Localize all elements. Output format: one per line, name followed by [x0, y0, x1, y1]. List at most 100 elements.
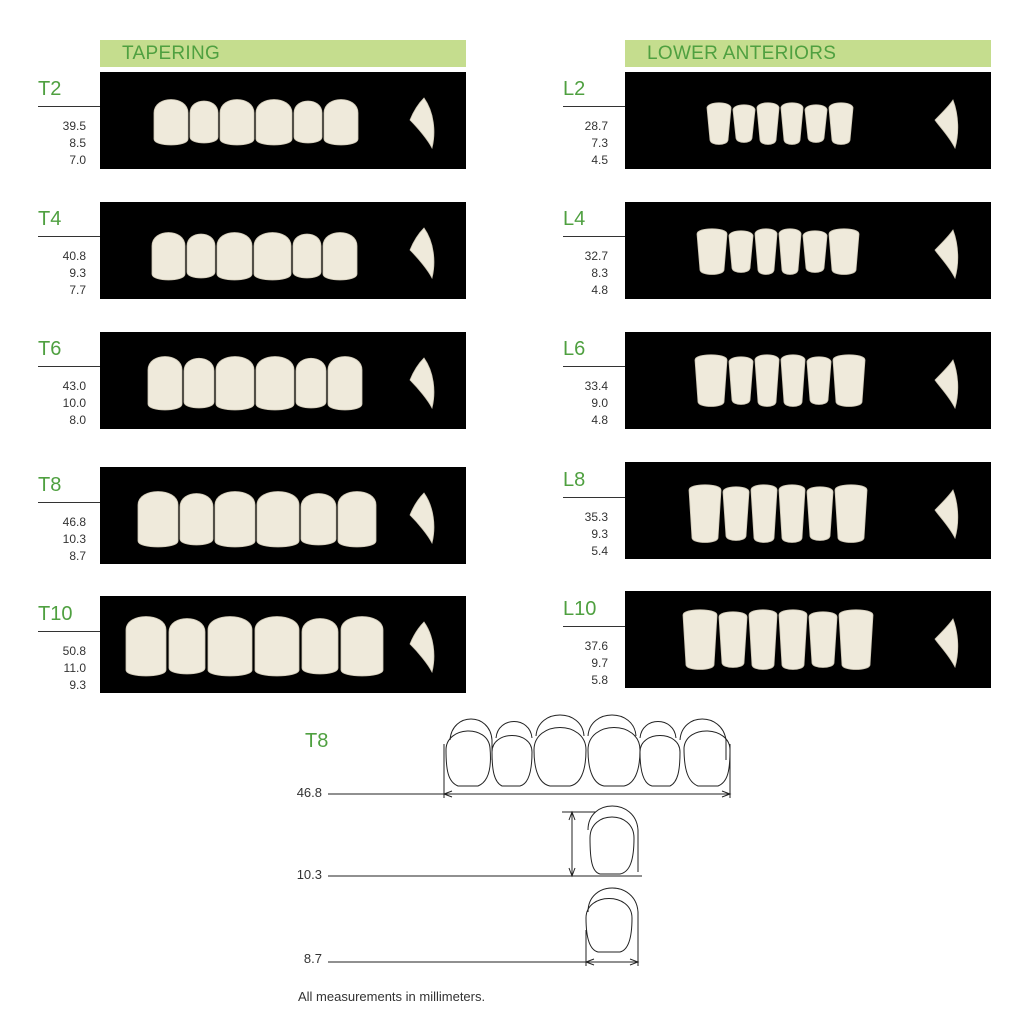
- teeth-illustration: [688, 484, 959, 543]
- tooth-shape: [832, 354, 866, 407]
- tooth-shape: [219, 99, 255, 146]
- tooth-shape: [322, 232, 358, 281]
- lower-anteriors-header: LOWER ANTERIORS: [625, 40, 991, 67]
- tooth-outline: [587, 727, 641, 787]
- mould-code: T8: [38, 474, 62, 496]
- tooth-shape: [728, 230, 754, 273]
- tooth-outline: [639, 721, 677, 739]
- tooth-side-view: [934, 359, 959, 410]
- tooth-shape: [780, 354, 806, 407]
- tooth-shape: [688, 484, 722, 543]
- tooth-shape: [718, 611, 748, 668]
- tooth-outline: [445, 730, 491, 787]
- measurements: 37.6 9.7 5.8: [584, 639, 608, 687]
- tooth-outline: [587, 714, 637, 737]
- tooth-shape: [327, 356, 363, 411]
- tooth-shape: [838, 609, 874, 670]
- tooth-shape: [806, 356, 832, 405]
- mould-code: L4: [563, 208, 586, 230]
- tooth-shape: [780, 102, 804, 145]
- tooth-shape: [254, 616, 300, 677]
- measurements: 46.8 10.3 8.7: [62, 515, 86, 563]
- tooth-side-view: [409, 227, 435, 280]
- tooth-shape: [151, 232, 186, 281]
- tooth-shape: [806, 486, 834, 541]
- mould-code: T6: [38, 338, 62, 360]
- teeth-illustration: [153, 97, 435, 150]
- tooth-shape: [778, 609, 808, 670]
- tooth-shape: [189, 100, 219, 144]
- tooth-outline: [639, 735, 681, 787]
- teeth-illustration: [696, 228, 959, 280]
- tooth-photo-panel-l8: [625, 462, 991, 559]
- measurements: 28.7 7.3 4.5: [584, 119, 608, 167]
- tapering-row: T8 46.8 10.3 8.7: [38, 474, 100, 566]
- measurements: 50.8 11.0 9.3: [62, 644, 86, 692]
- tooth-outline: [585, 898, 633, 953]
- divider: [563, 497, 625, 498]
- teeth-illustration: [125, 616, 435, 677]
- mould-code: L10: [563, 598, 597, 620]
- tapering-row: T6 43.0 10.0 8.0: [38, 338, 100, 430]
- tooth-photo-panel-t8: [100, 467, 466, 564]
- tooth-side-view: [934, 99, 959, 150]
- tooth-side-view: [409, 492, 435, 545]
- tooth-photo-panel-l6: [625, 332, 991, 429]
- tooth-shape: [179, 493, 214, 546]
- divider: [38, 106, 100, 107]
- tooth-shape: [295, 357, 327, 409]
- t8-dimension-diagram: [328, 714, 732, 966]
- tooth-shape: [253, 232, 292, 281]
- tooth-shape: [255, 356, 295, 411]
- height-label: 10.3: [296, 867, 322, 882]
- tooth-shape: [293, 100, 323, 144]
- tooth-shape: [186, 233, 216, 279]
- tooth-photo-panel-t2: [100, 72, 466, 169]
- mould-code: T4: [38, 208, 62, 230]
- measurements: 33.4 9.0 4.8: [584, 379, 608, 427]
- tooth-photo-panel-l4: [625, 202, 991, 299]
- divider: [38, 366, 100, 367]
- measurements: 40.8 9.3 7.7: [62, 249, 86, 297]
- lower-row: L8 35.3 9.3 5.4: [563, 469, 625, 561]
- tooth-outline: [495, 721, 533, 739]
- lower-row: L10 37.6 9.7 5.8: [563, 598, 625, 690]
- measurements: 32.7 8.3 4.8: [584, 249, 608, 297]
- mould-code: L2: [563, 78, 586, 100]
- tooth-side-view: [409, 357, 435, 410]
- tooth-side-view: [934, 489, 959, 540]
- tooth-shape: [808, 611, 838, 668]
- tooth-photo-panel-t10: [100, 596, 466, 693]
- depth-label: 8.7: [303, 951, 322, 966]
- tooth-shape: [256, 491, 300, 548]
- lower-row: L2 28.7 7.3 4.5: [563, 78, 625, 170]
- tooth-photo-panel-t4: [100, 202, 466, 299]
- tooth-side-view: [934, 618, 959, 669]
- tooth-shape: [137, 491, 179, 548]
- tapering-row: T4 40.8 9.3 7.7: [38, 208, 100, 300]
- tapering-row: T2 39.5 8.5 7.0: [38, 78, 100, 170]
- tooth-side-view: [409, 621, 435, 674]
- footnote: All measurements in millimeters.: [298, 989, 486, 1004]
- tooth-shape: [301, 618, 339, 675]
- tapering-row: T10 50.8 11.0 9.3: [38, 603, 100, 695]
- tooth-shape: [828, 102, 854, 145]
- tooth-shape: [728, 356, 754, 405]
- tooth-shape: [756, 102, 780, 145]
- tooth-shape: [778, 484, 806, 543]
- tooth-shape: [754, 354, 780, 407]
- width-label: 46.8: [296, 785, 322, 800]
- tooth-photo-panel-t6: [100, 332, 466, 429]
- divider: [38, 631, 100, 632]
- lower-row: L6 33.4 9.0 4.8: [563, 338, 625, 430]
- divider: [563, 366, 625, 367]
- mould-code: L6: [563, 338, 586, 360]
- tooth-photo-panel-l2: [625, 72, 991, 169]
- tooth-shape: [804, 104, 828, 143]
- divider: [563, 106, 625, 107]
- tooth-shape: [722, 486, 750, 541]
- tooth-outline: [587, 887, 639, 946]
- tooth-shape: [216, 232, 253, 281]
- mould-code: L8: [563, 469, 586, 491]
- tooth-outline: [491, 735, 533, 787]
